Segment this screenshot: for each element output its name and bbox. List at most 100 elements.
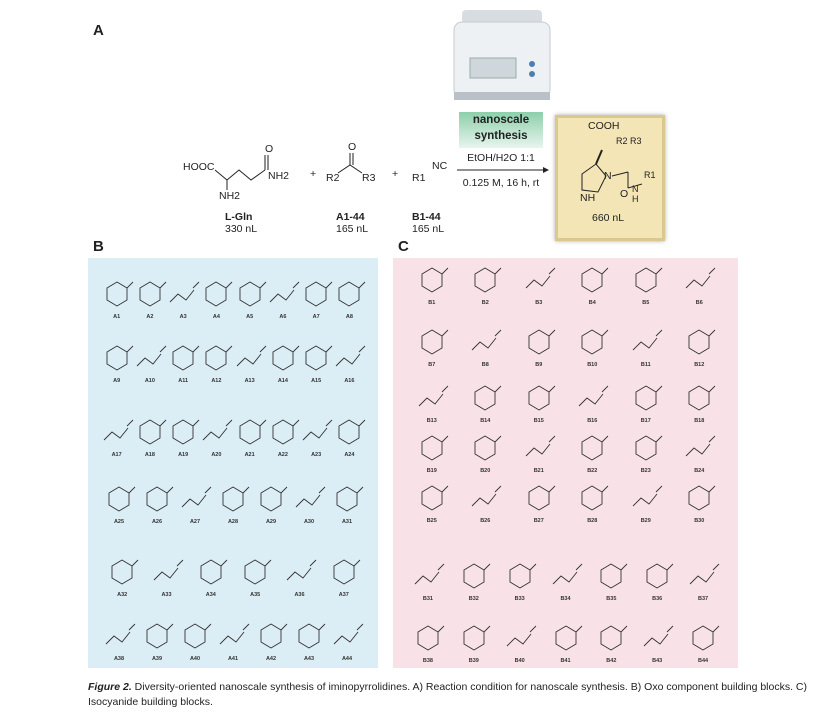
lgln-hooc: HOOC <box>183 161 215 173</box>
building-block-label: B26 <box>480 518 491 524</box>
molecule-structure <box>108 486 136 512</box>
lgln-amine: NH2 <box>219 190 241 202</box>
building-block-label: A39 <box>151 656 163 662</box>
building-block-label: B40 <box>514 658 525 664</box>
molecule-structure <box>244 559 272 585</box>
plus-1: + <box>310 168 317 180</box>
building-block-label: B32 <box>468 596 479 602</box>
molecule-structure <box>336 345 366 367</box>
building-block-label: A10 <box>144 378 155 384</box>
building-block-label: B33 <box>514 596 525 602</box>
l-gln-structure <box>214 155 269 190</box>
building-block-label: A6 <box>279 314 287 320</box>
building-block-label: A23 <box>311 452 322 458</box>
building-block-label: B39 <box>468 658 479 664</box>
conditions-solvent: EtOH/H2O 1:1 <box>467 152 535 164</box>
product-box: COOH R2 R3 N R1 N H O NH 660 nL <box>555 115 665 241</box>
product-r2r3: R2 R3 <box>616 136 642 146</box>
building-block-label: A41 <box>227 656 239 662</box>
molecule-structure <box>421 485 449 511</box>
molecule-structure <box>269 281 300 303</box>
molecule-structure <box>506 625 536 647</box>
building-block-label: B4 <box>588 300 596 306</box>
building-block-label: B19 <box>426 468 437 474</box>
conditions-line1: nanoscale <box>472 114 530 126</box>
molecule-structure <box>474 435 502 461</box>
oxo-name: A1-44 <box>336 211 365 223</box>
molecule-structure <box>338 419 366 445</box>
molecule-structure <box>239 281 266 307</box>
building-block-label: B44 <box>698 658 709 664</box>
molecule-structure <box>106 281 133 307</box>
building-block-label: B2 <box>481 300 489 306</box>
building-block-label: B36 <box>652 596 663 602</box>
building-block-label: A28 <box>227 519 239 525</box>
building-block-label: B30 <box>694 518 705 524</box>
figure-caption: Figure 2. Diversity-oriented nanoscale s… <box>88 680 818 710</box>
molecule-structure <box>525 267 556 289</box>
iso-nc: NC <box>432 160 448 172</box>
molecule-structure <box>418 385 449 407</box>
building-block-label: B16 <box>587 418 598 424</box>
molecule-structure <box>646 563 674 589</box>
molecule-structure <box>298 623 326 649</box>
molecule-structure <box>172 419 200 445</box>
molecule-structure <box>414 563 445 585</box>
building-block-label: A25 <box>113 519 125 525</box>
molecule-structure <box>555 625 582 651</box>
building-block-label: B18 <box>694 418 705 424</box>
lgln-nh2: NH2 <box>268 170 290 182</box>
molecule-structure <box>305 345 333 371</box>
building-block-label: B6 <box>695 300 703 306</box>
molecule-structure <box>525 435 556 457</box>
iso-r1: R1 <box>412 172 426 184</box>
molecule-structure <box>139 281 167 307</box>
building-block-label: A11 <box>178 378 189 384</box>
conditions-banner <box>459 112 543 148</box>
molecule-structure <box>692 625 720 651</box>
molecule-structure <box>302 419 333 441</box>
oxo-o: O <box>348 141 357 153</box>
building-block-label: B25 <box>426 518 437 524</box>
molecule-structure <box>600 563 628 589</box>
product-o: O <box>620 188 629 200</box>
building-block-label: A4 <box>212 314 220 320</box>
building-block-label: A18 <box>144 452 155 458</box>
iso-name: B1-44 <box>412 211 441 223</box>
molecule-structure <box>509 563 536 589</box>
conditions-line2: synthesis <box>474 130 528 142</box>
molecule-structure <box>272 345 300 371</box>
molecule-structure <box>333 623 364 645</box>
building-block-label: A40 <box>189 656 201 662</box>
building-block-label: A12 <box>211 378 222 384</box>
molecule-structure <box>581 267 609 293</box>
building-block-label: A13 <box>244 378 255 384</box>
molecule-structure <box>336 486 364 512</box>
molecule-structure <box>688 329 716 355</box>
building-block-label: B10 <box>587 362 598 368</box>
conditions-params: 0.125 M, 16 h, rt <box>462 177 540 189</box>
molecule-structure <box>338 281 366 307</box>
molecule-structure <box>471 329 502 351</box>
building-block-label: B38 <box>422 658 433 664</box>
molecule-structure <box>421 267 449 293</box>
building-block-label: A19 <box>178 452 189 458</box>
panel-label-b: B <box>93 238 104 255</box>
building-block-label: B9 <box>535 362 543 368</box>
oxo-r2: R2 <box>326 172 340 184</box>
building-block-label: B29 <box>640 518 651 524</box>
building-block-label: A3 <box>179 314 187 320</box>
building-block-label: A30 <box>303 519 315 525</box>
molecule-structure <box>581 485 609 511</box>
building-block-label: A35 <box>250 592 261 598</box>
molecule-structure <box>184 623 212 649</box>
molecule-structure <box>146 486 174 512</box>
molecule-structure <box>139 419 167 445</box>
molecule-structure <box>222 486 250 512</box>
product-n: N <box>604 170 612 182</box>
building-block-label: A21 <box>244 452 255 458</box>
building-block-label: A5 <box>246 314 254 320</box>
molecule-structure <box>632 485 663 507</box>
